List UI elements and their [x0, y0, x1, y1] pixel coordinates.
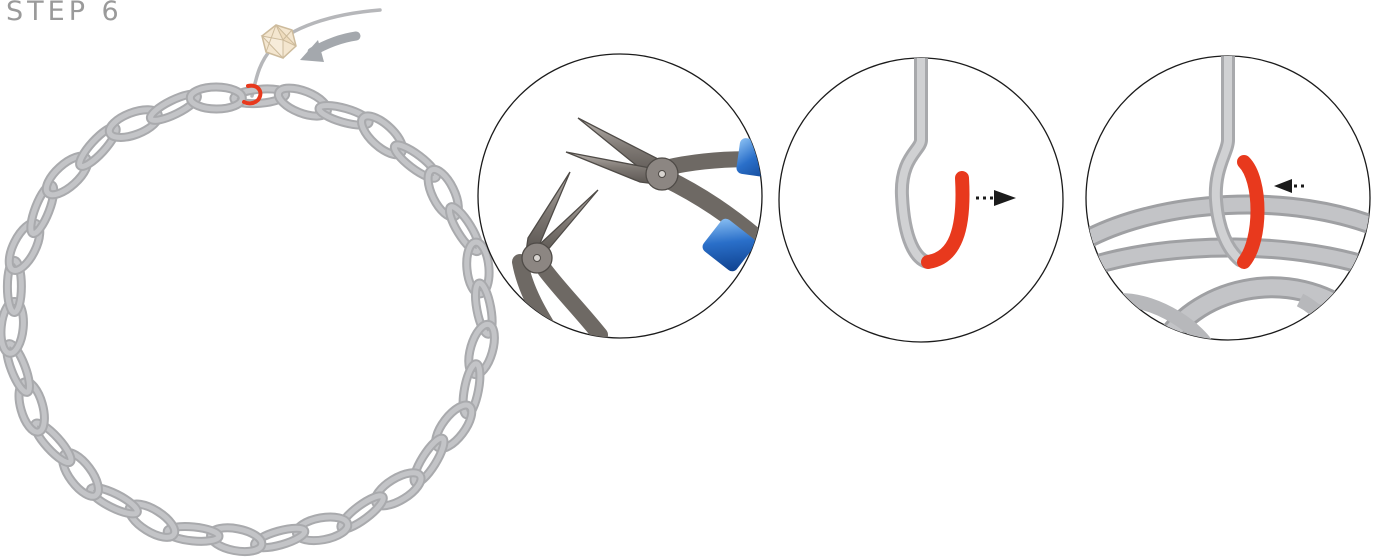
chain-link-highlight: [6, 220, 43, 273]
direction-arrow: [300, 31, 361, 62]
chain-link-highlight: [32, 420, 74, 466]
detail-open-loop: [778, 57, 1064, 343]
chain-link-highlight: [460, 361, 483, 418]
chain-link-highlight: [472, 280, 495, 337]
chain-link-highlight: [0, 299, 26, 356]
open-jump-ring: [242, 83, 263, 106]
jump-ring-open: [921, 171, 970, 269]
chain-link-highlight: [4, 258, 24, 315]
chain-link-highlight: [187, 84, 245, 112]
chain-link-highlight: [87, 484, 140, 517]
step-title: STEP 6: [6, 0, 123, 27]
chain-link-highlight: [106, 107, 162, 140]
chain-link-highlight: [252, 525, 308, 551]
chain-bracelet: [0, 8, 499, 557]
jump-ring-close: [1237, 155, 1265, 269]
chain-link-highlight: [372, 470, 424, 509]
close-arrow: [1274, 179, 1292, 193]
chain-link-highlight: [433, 402, 475, 452]
detail-pliers: [477, 53, 763, 339]
chain-link-highlight: [164, 524, 222, 544]
chain-link-highlight: [316, 102, 372, 128]
crystal-bead: [260, 24, 297, 60]
chain-link-highlight: [293, 514, 351, 544]
chain-link-highlight: [147, 91, 200, 123]
upper-pliers: [565, 117, 762, 272]
chain-link-highlight: [464, 239, 492, 297]
chain-link-highlight: [4, 341, 32, 395]
chain-link-highlight: [466, 321, 497, 378]
chain-link-highlight: [446, 204, 482, 255]
open-arrow: [994, 190, 1016, 206]
chain-link-highlight: [391, 142, 440, 181]
detail-close-loop: [1085, 55, 1371, 341]
